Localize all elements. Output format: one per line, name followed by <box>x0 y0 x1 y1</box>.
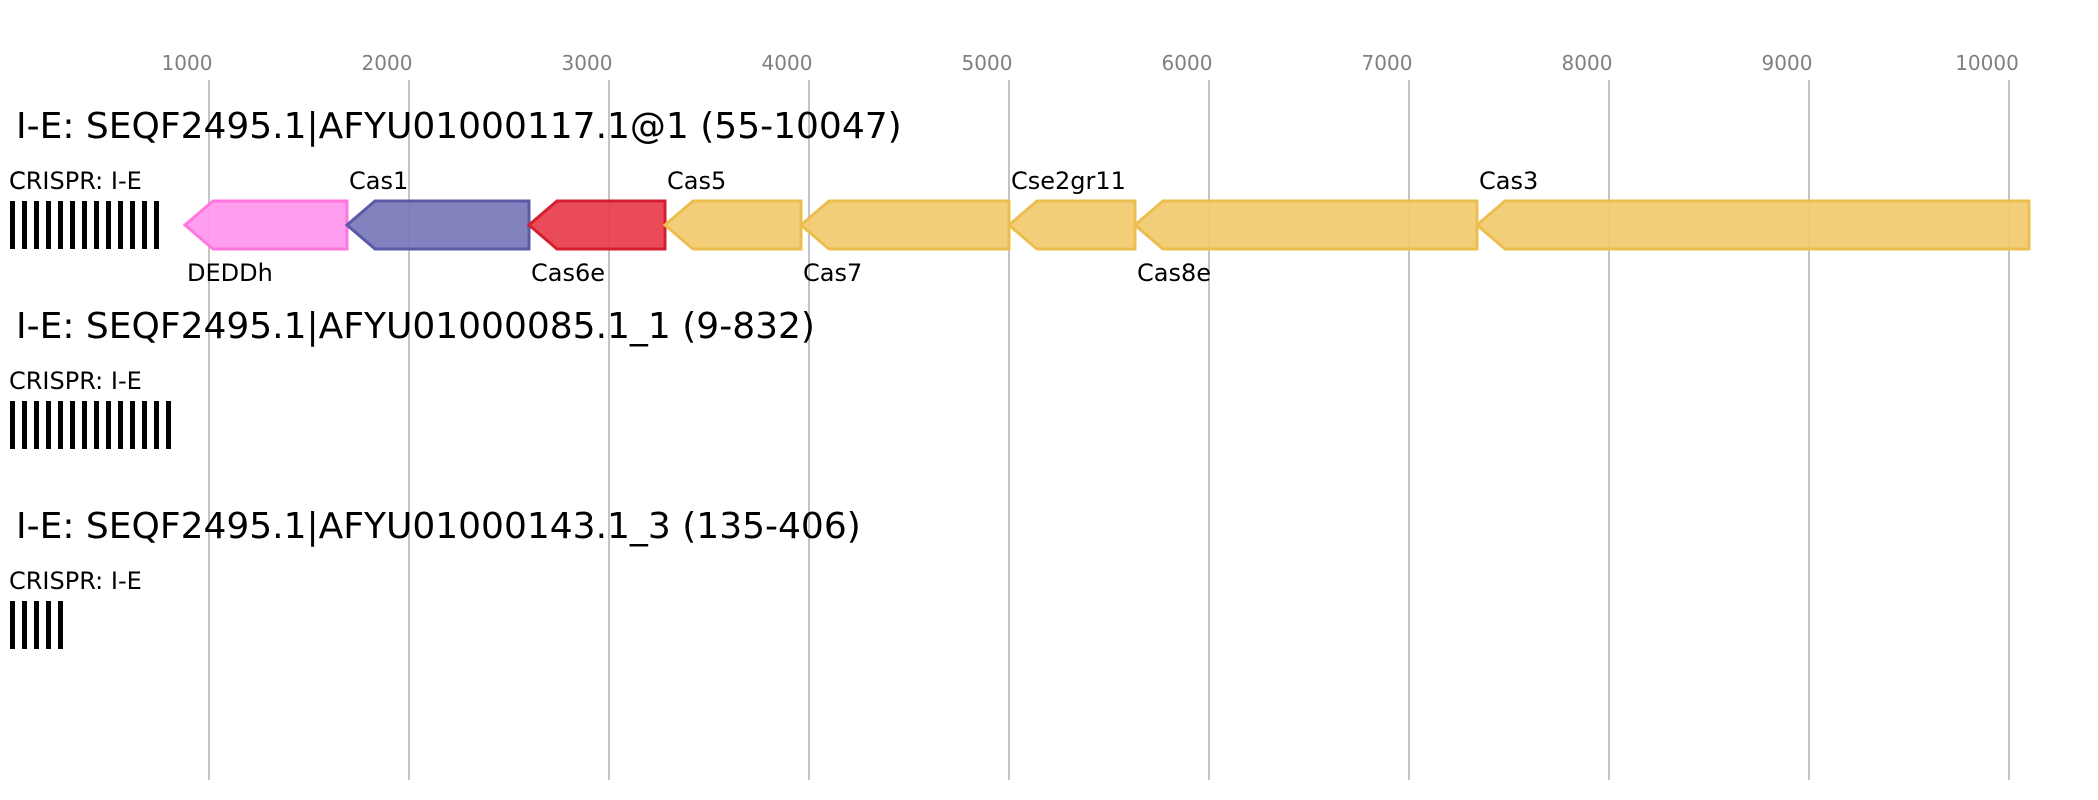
crispr-repeat-bar <box>22 601 27 649</box>
tick-label: 7000 <box>1362 51 1413 75</box>
gene-label-cas3: Cas3 <box>1479 167 1538 195</box>
crispr-repeat-bar <box>10 201 15 249</box>
crispr-repeat-bar <box>22 401 27 449</box>
tick-label: 2000 <box>362 51 413 75</box>
gene-arrow-cas7 <box>798 199 1011 251</box>
gene-label-cas7: Cas7 <box>803 259 862 287</box>
crispr-array <box>10 201 159 249</box>
track-title: I-E: SEQF2495.1|AFYU01000143.1_3 (135-40… <box>16 506 861 547</box>
crispr-repeat-bar <box>118 401 123 449</box>
crispr-repeat-bar <box>94 201 99 249</box>
crispr-repeat-bar <box>46 601 51 649</box>
crispr-repeat-bar <box>70 401 75 449</box>
crispr-repeat-bar <box>34 201 39 249</box>
locus-track: I-E: SEQF2495.1|AFYU01000117.1@1 (55-100… <box>9 106 2031 287</box>
gene-arrow-cas1 <box>344 199 531 251</box>
crispr-repeat-bar <box>58 201 63 249</box>
gene-label-cas5: Cas5 <box>667 167 726 195</box>
crispr-repeat-bar <box>142 201 147 249</box>
crispr-repeat-bar <box>10 401 15 449</box>
locus-tracks: I-E: SEQF2495.1|AFYU01000117.1@1 (55-100… <box>9 106 2031 649</box>
gene-label-cse2gr11: Cse2gr11 <box>1011 167 1126 195</box>
tick-label: 8000 <box>1562 51 1613 75</box>
crispr-repeat-bar <box>106 401 111 449</box>
gene-arrow-deddh <box>182 199 349 251</box>
gene-arrow-cse2gr11 <box>1006 199 1137 251</box>
locus-track: I-E: SEQF2495.1|AFYU01000085.1_1 (9-832)… <box>9 306 815 449</box>
track-title: I-E: SEQF2495.1|AFYU01000117.1@1 (55-100… <box>16 106 902 147</box>
crispr-repeat-bar <box>130 201 135 249</box>
gene-arrow-cas6e <box>526 199 667 251</box>
tick-label: 3000 <box>562 51 613 75</box>
locus-track: I-E: SEQF2495.1|AFYU01000143.1_3 (135-40… <box>9 506 861 649</box>
tick-label: 4000 <box>762 51 813 75</box>
crispr-label: CRISPR: I-E <box>9 167 142 195</box>
crispr-repeat-bar <box>142 401 147 449</box>
crispr-label: CRISPR: I-E <box>9 567 142 595</box>
crispr-repeat-bar <box>22 201 27 249</box>
gene-label-cas8e: Cas8e <box>1137 259 1211 287</box>
crispr-repeat-bar <box>166 401 171 449</box>
crispr-repeat-bar <box>154 201 159 249</box>
tick-label: 9000 <box>1762 51 1813 75</box>
crispr-repeat-bar <box>106 201 111 249</box>
crispr-label: CRISPR: I-E <box>9 367 142 395</box>
crispr-repeat-bar <box>10 601 15 649</box>
crispr-repeat-bar <box>154 401 159 449</box>
gene-label-cas1: Cas1 <box>349 167 408 195</box>
overlapping-label: C <box>9 167 26 195</box>
crispr-repeat-bar <box>82 401 87 449</box>
crispr-repeat-bar <box>34 601 39 649</box>
gene-label-deddh: DEDDh <box>187 259 273 287</box>
crispr-array <box>10 601 63 649</box>
gene-label-cas6e: Cas6e <box>531 259 605 287</box>
crispr-repeat-bar <box>94 401 99 449</box>
gene-arrow-cas8e <box>1132 199 1479 251</box>
gene-arrow-cas5 <box>662 199 803 251</box>
crispr-repeat-bar <box>118 201 123 249</box>
track-title: I-E: SEQF2495.1|AFYU01000085.1_1 (9-832) <box>16 306 815 347</box>
tick-label: 5000 <box>962 51 1013 75</box>
tick-label: 1000 <box>162 51 213 75</box>
crispr-repeat-bar <box>82 201 87 249</box>
position-axis: 1000 2000 3000 4000 5000 6000 7000 8000 9000 1000… <box>162 51 2019 780</box>
crispr-repeat-bar <box>34 401 39 449</box>
crispr-repeat-bar <box>130 401 135 449</box>
crispr-array <box>10 401 171 449</box>
crispr-repeat-bar <box>70 201 75 249</box>
tick-label: 6000 <box>1162 51 1213 75</box>
gene-arrow-cas3 <box>1474 199 2031 251</box>
crispr-repeat-bar <box>58 601 63 649</box>
tick-label: 10000 <box>1955 51 2019 75</box>
crispr-repeat-bar <box>46 401 51 449</box>
crispr-repeat-bar <box>46 201 51 249</box>
crispr-repeat-bar <box>58 401 63 449</box>
